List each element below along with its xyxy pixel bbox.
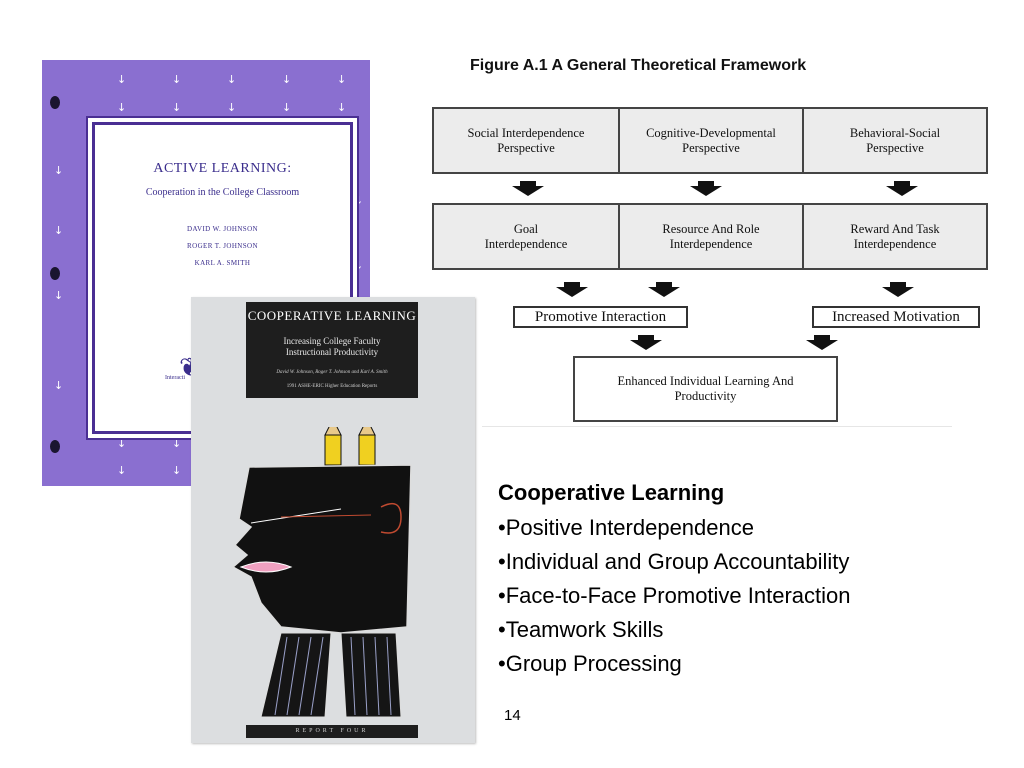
arrow-mark-icon: ↓	[282, 73, 292, 86]
book-author: DAVID W. JOHNSON	[186, 225, 259, 233]
figure-title: Figure A.1 A General Theoretical Framewo…	[470, 57, 807, 74]
arrow-mark-icon: ↓	[354, 194, 364, 207]
box-line: Enhanced Individual Learning And	[617, 374, 794, 388]
book-author: ROGER T. JOHNSON	[187, 242, 258, 250]
box-line: Interdependence	[853, 236, 937, 251]
book-title: COOPERATIVE LEARNING	[247, 308, 417, 323]
arrow-mark-icon: ↓	[172, 464, 182, 477]
box-line: Reward And Task	[850, 221, 940, 236]
book-subtitle: Increasing College Faculty Instructional…	[254, 336, 410, 358]
arrow-mark-icon: ↓	[54, 164, 64, 177]
book-cover-cooperative-learning: COOPERATIVE LEARNING Increasing College …	[191, 297, 475, 743]
publisher-text: Interacti	[165, 375, 185, 381]
arrow-mark-icon: ↓	[54, 289, 64, 302]
arrow-mark-icon: ↓	[54, 224, 64, 237]
cover-header-block: COOPERATIVE LEARNING Increasing College …	[246, 302, 418, 398]
book-title: ACTIVE LEARNING:	[153, 161, 292, 176]
arrow-mark-icon: ↓	[54, 379, 64, 392]
arrow-mark-icon: ↓	[337, 73, 347, 86]
lips-shape	[239, 561, 293, 573]
arrow-mark-icon: ↓	[117, 437, 127, 450]
arrow-mark-icon: ↓	[282, 101, 292, 114]
legs-shape	[260, 632, 332, 718]
box-line: Interdependence	[484, 236, 568, 251]
box-line: Perspective	[682, 140, 740, 155]
arrow-mark-icon: ↓	[354, 259, 364, 272]
box-line: Perspective	[866, 140, 924, 155]
arrow-mark-icon: ↓	[172, 73, 182, 86]
binder-hole	[50, 440, 60, 453]
arrow-mark-icon: ↓	[227, 101, 237, 114]
box-line: Social Interdependence	[467, 125, 585, 140]
binder-hole	[50, 96, 60, 109]
book-subtitle-line: Instructional Productivity	[285, 347, 379, 357]
book-authors: David W. Johnson, Roger T. Johnson and K…	[276, 370, 388, 375]
box-line: Behavioral-Social	[849, 125, 941, 140]
box-line: Interdependence	[669, 236, 753, 251]
figure-divider	[482, 426, 952, 427]
cover-footer: REPORT FOUR	[246, 725, 418, 738]
list-item: •Teamwork Skills	[498, 617, 664, 642]
arrow-mark-icon: ↓	[117, 101, 127, 114]
arrow-mark-icon: ↓	[227, 73, 237, 86]
arrow-mark-icon: ↓	[337, 101, 347, 114]
list-item: •Positive Interdependence	[498, 515, 754, 540]
pencil-icon	[324, 427, 342, 466]
pencil-icon	[358, 427, 376, 466]
report-series: 1991 ASHE-ERIC Higher Education Reports	[286, 384, 378, 389]
promotive-interaction-box: Promotive Interaction	[513, 306, 688, 328]
head-silhouette	[231, 464, 412, 634]
list-item: •Group Processing	[498, 651, 682, 676]
arrow-mark-icon: ↓	[117, 73, 127, 86]
list-item: •Face-to-Face Promotive Interaction	[498, 583, 851, 608]
list-item: •Individual and Group Accountability	[498, 549, 850, 574]
page-number: 14	[504, 707, 521, 724]
box-line: Perspective	[497, 140, 555, 155]
cover-illustration	[231, 427, 412, 718]
box-line: Cognitive-Developmental	[646, 125, 776, 140]
arrow-mark-icon: ↓	[172, 437, 182, 450]
book-subtitle-line: Increasing College Faculty	[283, 336, 381, 346]
box-line: Goal	[513, 221, 539, 236]
book-subtitle: Cooperation in the College Classroom	[145, 187, 300, 198]
arrow-mark-icon: ↓	[172, 101, 182, 114]
book-author: KARL A. SMITH	[194, 259, 251, 267]
binder-hole	[50, 267, 60, 280]
increased-motivation-box: Increased Motivation	[812, 306, 980, 328]
box-line: Resource And Role	[662, 221, 760, 236]
element-list: •Positive Interdependence •Individual an…	[498, 511, 851, 681]
arrow-mark-icon: ↓	[117, 464, 127, 477]
box-line: Productivity	[674, 389, 737, 403]
cooperative-learning-heading: Cooperative Learning	[498, 480, 725, 505]
